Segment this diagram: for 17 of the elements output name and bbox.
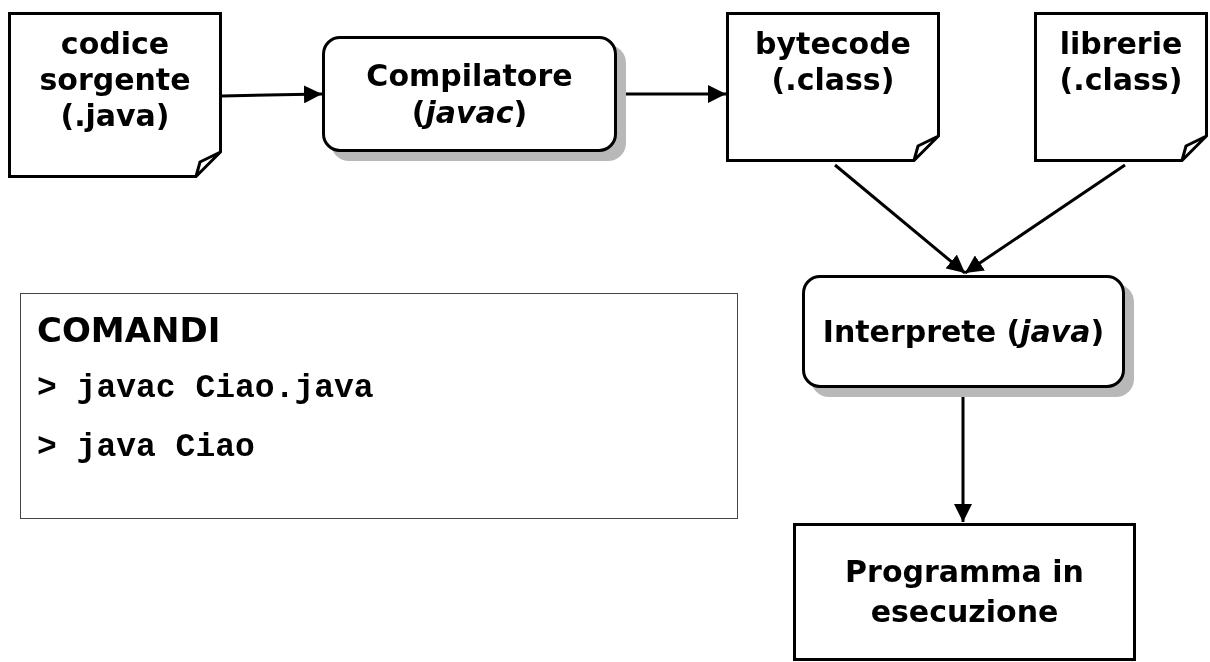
command-line: > java Ciao [37,429,256,466]
panel-heading: COMANDI [37,312,222,350]
arrow [964,163,1126,275]
node-label: Compilatore (javac) [365,56,574,132]
node-label: Programma in esecuzione [844,552,1085,631]
document-shape [726,12,940,162]
node-label: librerie (.class) [1058,25,1184,98]
commands-panel [20,293,738,519]
arrow [834,163,966,275]
source-document [8,12,222,178]
document-shape [1034,12,1208,162]
output-box [793,523,1136,661]
node-label: Interprete (java) [821,312,1106,351]
node-label: bytecode (.class) [754,25,912,98]
command-line: > javac Ciao.java [37,371,375,408]
arrow [221,85,323,104]
node-label: codice sorgente (.java) [38,25,192,134]
